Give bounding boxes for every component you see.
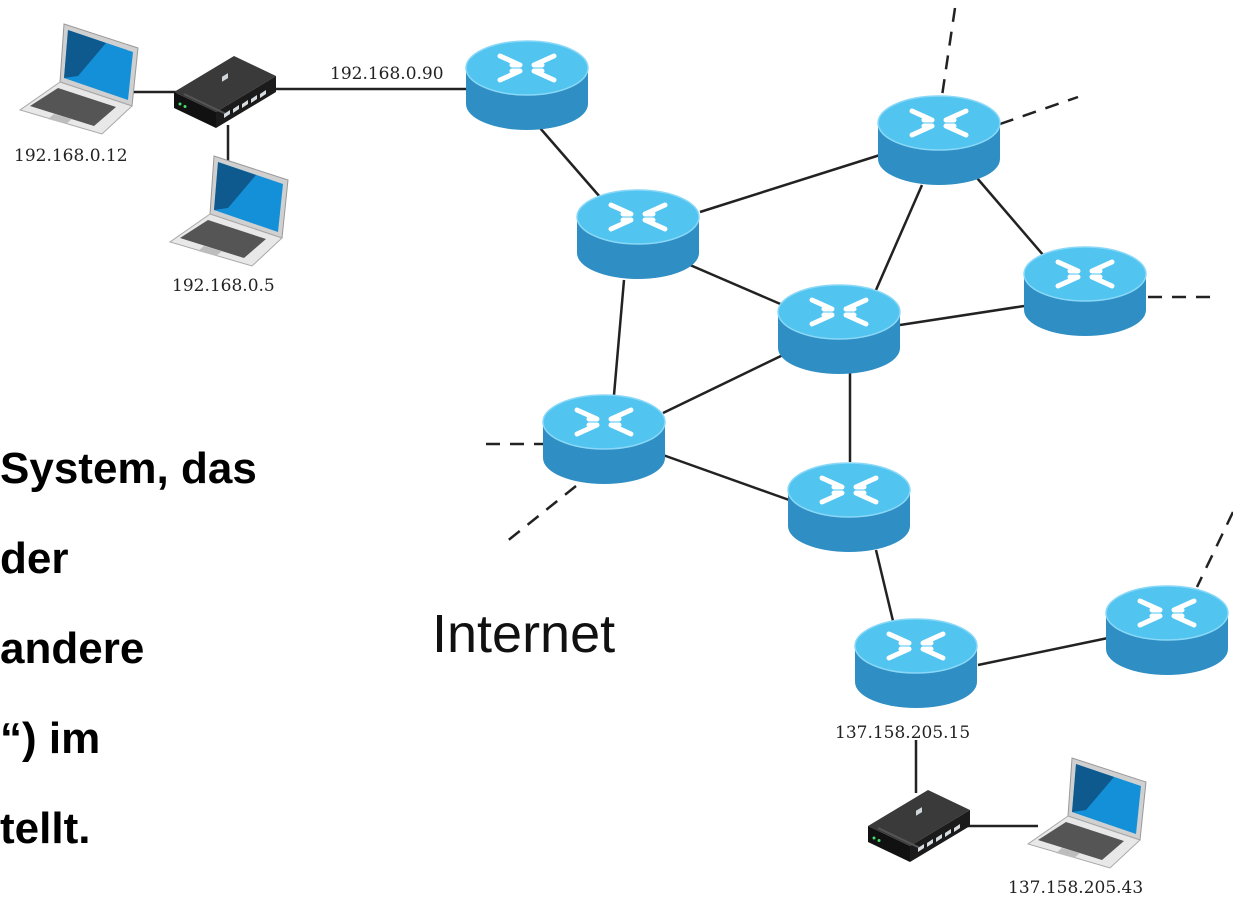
router-icon [788, 463, 910, 552]
dashed-link [940, 7, 957, 97]
switch-icon [867, 789, 971, 863]
ip-label-laptop-a: 192.168.0.12 [14, 146, 128, 166]
link [662, 453, 793, 503]
dashed-link [999, 95, 1079, 126]
text-line: andere [0, 624, 145, 673]
link [977, 636, 1109, 667]
ip-label-router-bottom: 137.158.205.15 [835, 723, 970, 743]
network-links [128, 87, 1109, 828]
dashed-links [486, 7, 1233, 588]
text-line: tellt. [0, 804, 91, 853]
laptop-icon [169, 155, 289, 267]
link [899, 304, 1025, 327]
link [612, 279, 626, 396]
router-icon [878, 96, 1000, 185]
ip-label-router-uplink: 192.168.0.90 [330, 64, 444, 84]
link [874, 184, 924, 291]
text-line: der [0, 534, 69, 583]
router-icon [855, 619, 977, 708]
link [662, 353, 784, 415]
router-icon [778, 285, 900, 374]
router-icon [1024, 247, 1146, 336]
router-icon [466, 41, 588, 130]
text-line: “) im [0, 714, 101, 763]
link [699, 153, 881, 214]
dashed-link [505, 485, 577, 543]
link [976, 177, 1045, 257]
dashed-link [1195, 511, 1233, 588]
text-line: System, das [0, 444, 257, 493]
laptop-icon [19, 23, 139, 135]
ip-label-laptop-c: 137.158.205.43 [1008, 878, 1143, 897]
router-icon [1106, 586, 1228, 675]
internet-label: Internet [432, 604, 615, 664]
switch-icon [173, 55, 277, 129]
ip-label-laptop-b: 192.168.0.5 [172, 276, 275, 296]
router-icon [543, 395, 665, 484]
link [874, 549, 895, 622]
link [539, 127, 601, 198]
router-icon [577, 190, 699, 279]
laptop-icon [1027, 757, 1147, 869]
link [689, 263, 786, 308]
cropped-body-text: System, das der andere “) im tellt. [0, 432, 257, 882]
